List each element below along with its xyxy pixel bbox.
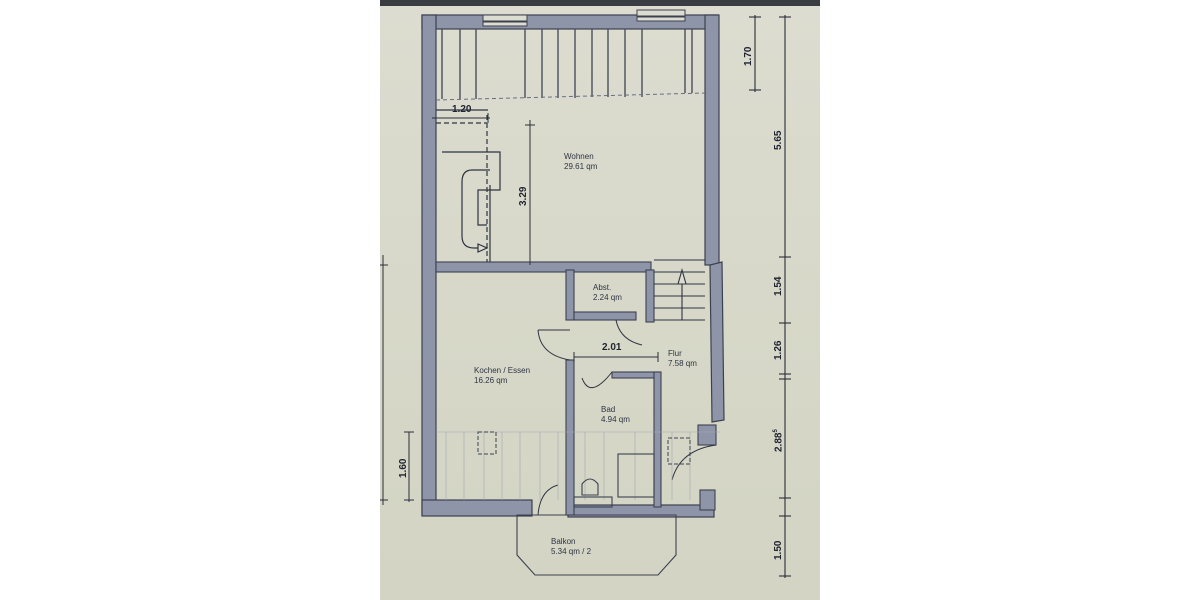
stair-right: [654, 259, 705, 321]
room-area: 4.94 qm: [601, 415, 630, 424]
dim-top-1-70: 1.70: [743, 46, 754, 66]
photo-edge-shadow: [380, 0, 820, 6]
dim-seg-2-88: 2.885: [773, 429, 784, 452]
room-name: Abst.: [593, 283, 612, 292]
room-abst: Abst. 2.24 qm: [593, 283, 622, 303]
room-area: 16.26 qm: [474, 376, 508, 385]
room-area: 7.58 qm: [668, 359, 697, 368]
room-kochen-essen: Kochen / Essen 16.26 qm: [474, 366, 530, 386]
room-name: Kochen / Essen: [474, 366, 531, 375]
outer-walls: [421, 14, 725, 518]
dim-superscript: 5: [773, 429, 779, 433]
room-area: 29.61 qm: [564, 162, 598, 171]
dim-seg-1-50: 1.50: [773, 540, 784, 560]
dim-left-1-60: 1.60: [398, 458, 409, 478]
balcony-outline: [516, 514, 677, 576]
dim-seg-1-54: 1.54: [773, 276, 784, 296]
dim-seg-1-26: 1.26: [773, 340, 784, 360]
room-name: Wohnen: [564, 152, 594, 161]
left-dim-lines: [380, 255, 414, 505]
dashed-fixtures: [477, 431, 691, 465]
interior-walls: [435, 261, 717, 516]
floor-plan-drawing: [380, 9, 791, 578]
dim-stair-width: 1.20: [452, 104, 472, 115]
right-dim-lines: [749, 15, 791, 578]
room-balkon: Balkon 5.34 qm / 2: [551, 537, 591, 557]
room-area: 2.24 qm: [593, 293, 622, 302]
room-flur: Flur 7.58 qm: [668, 349, 697, 369]
dim-total-5-65: 5.65: [773, 130, 784, 150]
dim-value: 2.88: [773, 432, 785, 452]
dim-flur-width: 2.01: [602, 342, 622, 353]
dim-wohnen-depth: 3.29: [518, 186, 529, 206]
room-wohnen: Wohnen 29.61 qm: [564, 152, 597, 172]
room-area: 5.34 qm / 2: [551, 547, 592, 556]
floor-plan-photo: Wohnen 29.61 qm Abst. 2.24 qm Flur 7.58 …: [380, 0, 820, 600]
room-name: Flur: [668, 349, 682, 358]
window-openings: [482, 9, 686, 27]
upper-railing: [441, 29, 693, 99]
room-bad: Bad 4.94 qm: [601, 405, 630, 425]
stair-left: [436, 109, 501, 262]
interior-dim-lines: [432, 113, 659, 362]
room-name: Balkon: [551, 537, 576, 546]
lower-floor-lines: [436, 431, 720, 500]
bath-fixtures: [573, 453, 655, 508]
door-swings: [537, 319, 717, 516]
room-name: Bad: [601, 405, 616, 414]
railing-edge-line: [435, 92, 706, 101]
